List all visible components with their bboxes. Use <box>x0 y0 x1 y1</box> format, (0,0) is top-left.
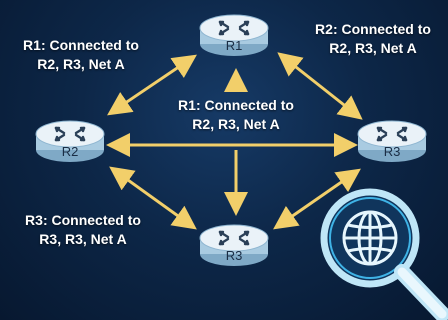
router-r3-right[interactable]: R3 <box>356 118 428 164</box>
note-line: R3, R3, Net A <box>39 231 127 247</box>
router-r2[interactable]: R2 <box>34 118 106 164</box>
link-r1-r2 <box>107 54 197 116</box>
router-label: R2 <box>61 144 79 159</box>
note-line: R2: Connected to <box>315 21 431 37</box>
note-top-left: R1: Connected to R2, R3, Net A <box>8 36 154 74</box>
router-icon <box>357 120 427 162</box>
router-label: R3 <box>225 248 243 263</box>
link-r3-right-r3-bottom <box>273 168 361 230</box>
note-bottom-left: R3: Connected to R3, R3, Net A <box>8 211 158 249</box>
router-r1[interactable]: R1 <box>198 12 270 58</box>
note-top-right: R2: Connected to R2, R3, Net A <box>298 20 448 58</box>
note-line: R2, R3, Net A <box>192 116 280 132</box>
magnifier-globe-icon <box>320 188 448 320</box>
note-line: R1: Connected to <box>178 97 294 113</box>
router-label: R1 <box>225 38 243 53</box>
router-label: R3 <box>383 144 401 159</box>
router-icon <box>199 14 269 56</box>
link-r1-r3-right <box>277 52 363 120</box>
note-center: R1: Connected to R2, R3, Net A <box>160 96 312 134</box>
link-r2-r3-bottom <box>109 166 197 230</box>
note-line: R2, R3, Net A <box>37 56 125 72</box>
note-line: R3: Connected to <box>25 212 141 228</box>
note-line: R1: Connected to <box>23 37 139 53</box>
router-r3-bottom[interactable]: R3 <box>198 222 270 268</box>
note-line: R2, R3, Net A <box>329 40 417 56</box>
router-icon <box>35 120 105 162</box>
router-icon <box>199 224 269 266</box>
